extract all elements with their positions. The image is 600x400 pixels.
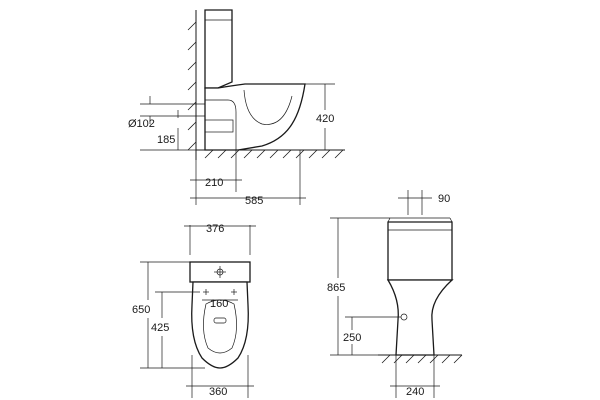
- outlet-pipe: [204, 119, 234, 133]
- dim-tank-width: 376: [206, 223, 224, 235]
- side-tank: [204, 9, 233, 89]
- side-bowl: [204, 83, 306, 151]
- dim-pipe-diameter: Ø102: [128, 118, 155, 130]
- top-bowl: [191, 281, 249, 369]
- dim-total-height: 865: [327, 282, 345, 294]
- dim-outlet-to-wall: 210: [205, 177, 223, 189]
- floor-hatch: [204, 149, 344, 159]
- dim-fixing-spacing: 160: [210, 298, 228, 310]
- dim-seat-height: 420: [316, 113, 334, 125]
- side-view: Ø102 185 420 210 585: [128, 9, 345, 207]
- top-view: 376 160 650 425 360: [132, 223, 256, 398]
- seat-opening: [203, 299, 237, 354]
- dim-inlet-height: 250: [343, 332, 361, 344]
- front-floor-hatch: [381, 354, 463, 364]
- front-tank: [387, 221, 453, 281]
- dim-projection: 585: [245, 195, 263, 207]
- hinge-slot: [213, 317, 227, 324]
- wall-hatch: [187, 21, 197, 151]
- front-view: 90 865 250: [327, 190, 463, 398]
- trap-inner: [243, 89, 293, 125]
- dim-total-length-top: 650: [132, 304, 150, 316]
- dim-tank-depth: 90: [438, 193, 450, 205]
- trap-channel: [205, 99, 237, 150]
- dim-base-width: 240: [406, 386, 424, 398]
- dim-fixing-length: 425: [151, 322, 169, 334]
- dim-outlet-height: 185: [157, 134, 175, 146]
- dim-bowl-width: 360: [209, 386, 227, 398]
- front-pedestal: [386, 279, 454, 356]
